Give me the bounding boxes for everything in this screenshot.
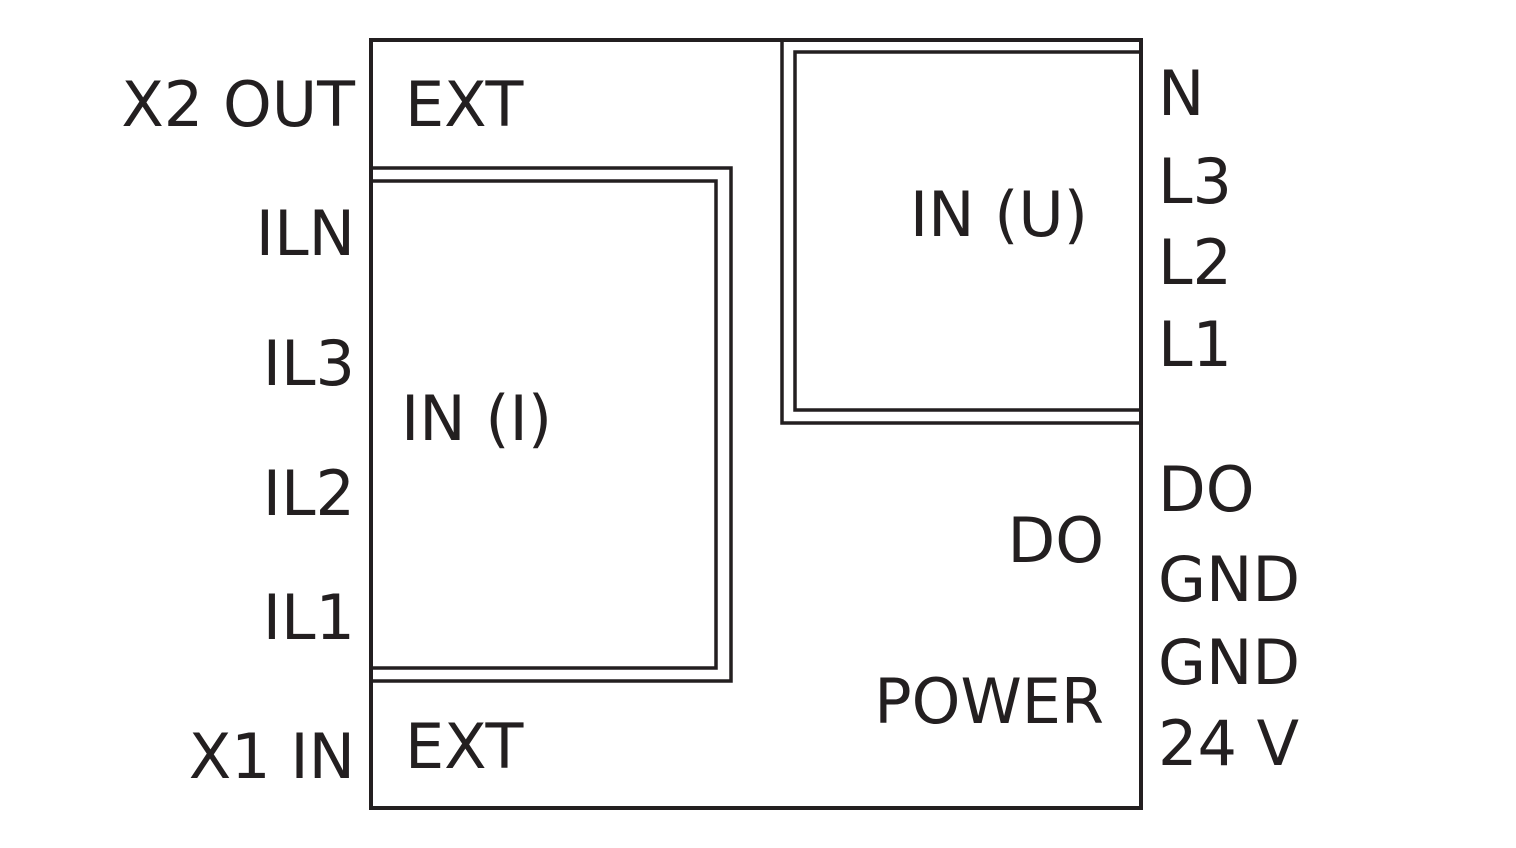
terminal-label-n: N [1158, 57, 1204, 130]
terminal-label-x2-out: X2 OUT [121, 68, 356, 141]
voltage-input-label: IN (U) [910, 178, 1088, 251]
current-input-block-inner [369, 179, 718, 670]
digital-output-label: DO [1007, 504, 1104, 577]
terminal-label-l3: L3 [1158, 145, 1232, 218]
terminal-label-24v: 24 V [1158, 707, 1299, 780]
terminal-label-x1-in: X1 IN [189, 720, 355, 793]
terminal-label-gnd-2: GND [1158, 626, 1300, 699]
current-input-label: IN (I) [401, 382, 552, 455]
terminal-label-il1: IL1 [263, 581, 355, 654]
terminal-label-iln: ILN [256, 197, 355, 270]
terminal-label-l2: L2 [1158, 226, 1232, 299]
terminal-label-gnd-1: GND [1158, 543, 1300, 616]
ext-label-top: EXT [405, 68, 525, 141]
terminal-label-do: DO [1158, 453, 1255, 526]
ext-label-bottom: EXT [405, 710, 525, 783]
terminal-label-l1: L1 [1158, 308, 1232, 381]
terminal-label-il3: IL3 [263, 327, 355, 400]
power-label: POWER [874, 665, 1104, 738]
terminal-label-il2: IL2 [263, 457, 355, 530]
voltage-input-block-inner [793, 50, 1143, 412]
